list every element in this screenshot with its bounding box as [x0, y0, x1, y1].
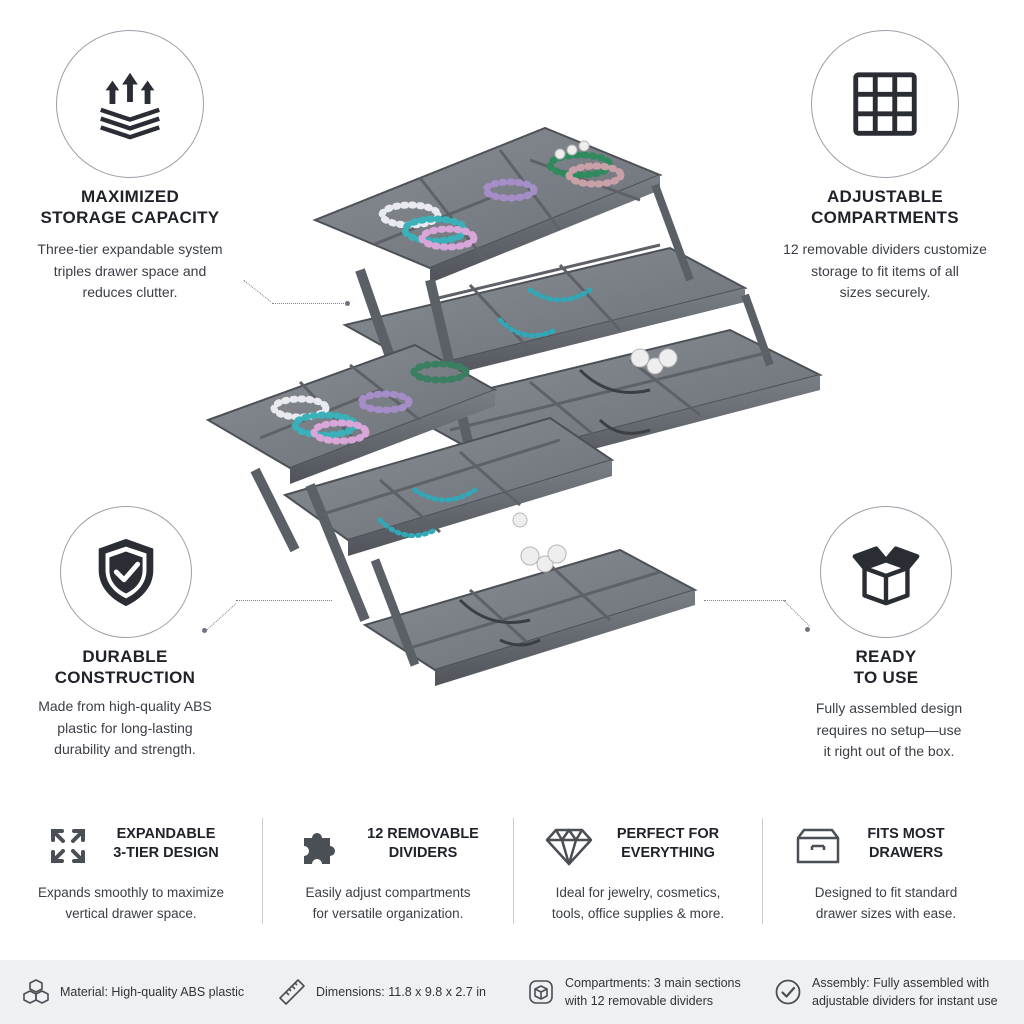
durable-leader-line: [236, 600, 332, 601]
check-circle-icon: [775, 979, 801, 1005]
strip-divider: [513, 818, 514, 924]
durable-title: DURABLE CONSTRUCTION: [54, 647, 196, 687]
chains-pendants: [458, 368, 651, 647]
spec-assembly-line1: Assembly: Fully assembled with: [812, 976, 990, 990]
spec-footer: Material: High-quality ABS plastic Dimen…: [0, 960, 1024, 1024]
spec-assembly-line2: adjustable dividers for instant use: [812, 994, 998, 1008]
storage-icon-circle: [56, 30, 204, 178]
ready-icon-circle: [820, 506, 952, 638]
spec-material: Material: High-quality ABS plastic: [22, 960, 244, 1024]
front-organizer-unit: [205, 343, 698, 686]
turquoise-necklaces: [377, 287, 593, 539]
drawer-icon: [794, 824, 842, 868]
ready-leader-dot: [805, 627, 810, 632]
strip-divider: [262, 818, 263, 924]
strip-divider: [762, 818, 763, 924]
open-box-icon: [852, 546, 920, 606]
storage-title: MAXIMIZED STORAGE CAPACITY: [40, 187, 220, 227]
diamond-icon: [544, 824, 594, 868]
spec-compartments-line1: Compartments: 3 main sections: [565, 976, 741, 990]
spec-dimensions: Dimensions: 11.8 x 9.8 x 2.7 in: [278, 960, 486, 1024]
grid-icon: [853, 72, 917, 136]
spec-dimensions-text: Dimensions: 11.8 x 9.8 x 2.7 in: [316, 985, 486, 999]
durable-leader-dot: [202, 628, 207, 633]
compartments-description: 12 removable dividers customize storage …: [783, 241, 987, 300]
puzzle-piece-icon: [298, 824, 342, 868]
strip-description: Ideal for jewelry, cosmetics,tools, offi…: [551, 885, 725, 921]
shield-check-icon: [98, 538, 154, 607]
durable-icon-circle: [60, 506, 192, 638]
durable-description: Made from high-quality ABS plastic for l…: [38, 698, 212, 757]
compartments-title: ADJUSTABLE COMPARTMENTS: [811, 187, 959, 227]
spec-compartments: Compartments: 3 main sections with 12 re…: [527, 960, 741, 1024]
ready-description: Fully assembled design requires no setup…: [815, 700, 963, 759]
expand-arrows-icon: [46, 824, 90, 868]
bead-bracelets: [270, 151, 625, 445]
storage-leader-line: [272, 303, 348, 304]
ready-leader-line: [704, 600, 786, 601]
expandable-organizer-illustration: [205, 126, 823, 686]
layers-arrows-up-icon: [100, 72, 160, 140]
storage-description: Three-tier expandable system triples dra…: [37, 241, 223, 300]
spec-material-text: Material: High-quality ABS plastic: [60, 985, 245, 999]
ruler-icon: [279, 979, 305, 1005]
pearls: [512, 140, 678, 573]
spec-assembly: Assembly: Fully assembled with adjustabl…: [774, 960, 998, 1024]
ready-title: READY TO USE: [853, 647, 919, 687]
cubes-icon: [23, 979, 49, 1004]
compartments-icon-circle: [811, 30, 959, 178]
spec-compartments-line2: with 12 removable dividers: [565, 994, 713, 1008]
storage-leader-dot: [345, 301, 350, 306]
compartment-box-icon: [529, 980, 553, 1004]
rear-organizer-unit: [312, 126, 823, 476]
